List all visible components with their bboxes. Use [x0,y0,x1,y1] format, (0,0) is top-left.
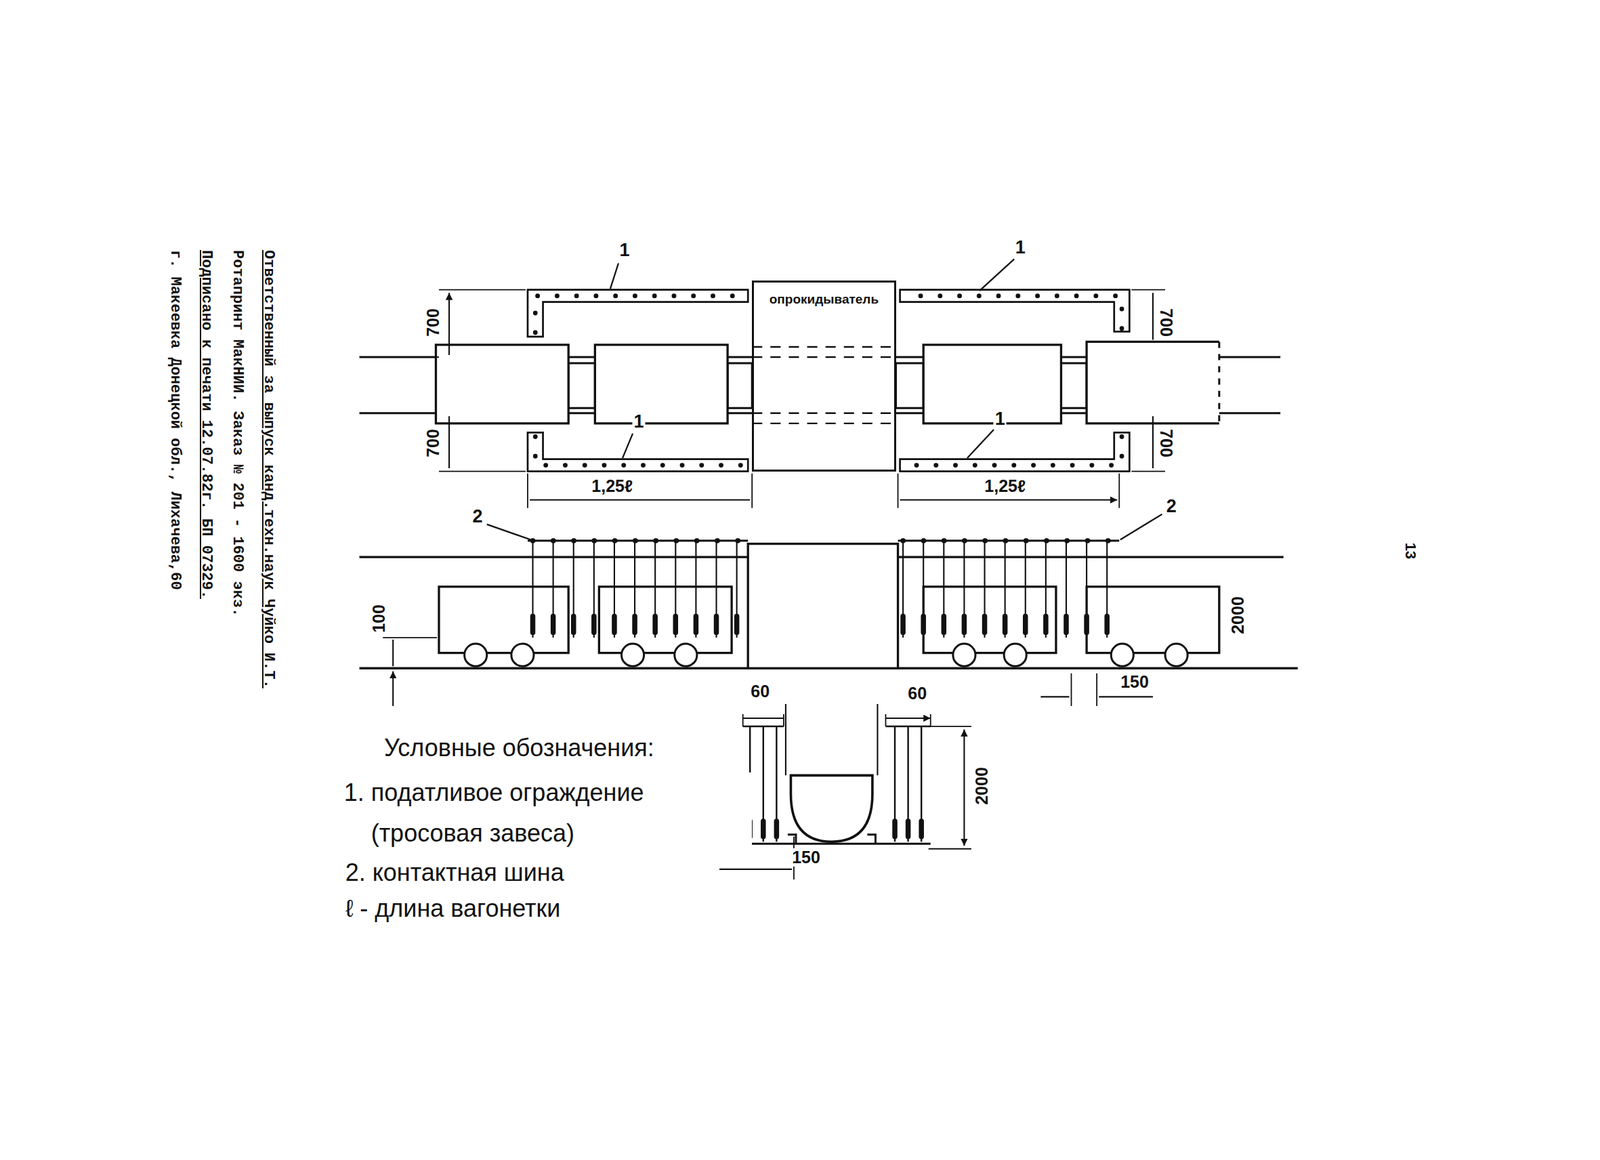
legend-text: 1. податливое ограждение (тросовая завес… [344,772,752,854]
callout-number: 1 [617,240,631,260]
wagon-side [438,586,1220,654]
contact-bus [527,539,1120,542]
base-line [739,834,931,845]
callout-number: 2 [470,506,484,526]
legend-text: 2. контактная шина [344,852,566,893]
imprint-line: Ответственный за выпуск канд.техн.наук Ч… [252,249,284,689]
dimension: 2000 [1228,595,1247,637]
contact-bus-dots [533,537,1120,544]
wheel [464,643,488,666]
dimension: 700 [1157,427,1176,459]
wheel [1110,643,1134,666]
wagon-plan [1086,341,1220,423]
hanging-rod [533,540,1108,638]
callout-number: 2 [1165,496,1178,516]
imprint-line: г. Макеевка Донецкой обл., Лихачева,60 [159,249,191,689]
dimension: 700 [1157,306,1176,339]
imprint-block: Ответственный за выпуск канд.техн.наук Ч… [159,249,284,689]
wheel [1165,643,1188,666]
node-label: опрокидыватель [769,291,879,308]
dimension: 1,25ℓ [982,476,1027,495]
section-bar [743,726,931,842]
legend-text: ℓ - длина вагонетки [344,888,563,929]
rope-dots [535,296,1122,466]
dimension: 60 [906,684,929,702]
rail-hidden [751,346,896,424]
dimension: 700 [424,306,442,339]
callout-number: 1 [1014,237,1027,257]
dimension: 60 [749,682,771,700]
wagon-plan [435,344,1061,424]
extension-line [435,289,1166,509]
wagon-section [790,774,872,842]
callout-number: 1 [632,411,645,431]
page-number: 13 [1402,541,1418,561]
extension-line [743,713,972,880]
tipper-box: опрокидыватель [751,280,896,472]
dimension-line [449,292,1153,500]
callout-number: 1 [993,408,1007,428]
legend-heading: Условные обозначения: [382,727,656,769]
wheel [1003,643,1027,666]
imprint-line: Ротапринт МакНИИ. Заказ № 201 - 1600 экз… [221,249,253,689]
leader-line [487,258,1163,540]
guide-line [785,703,878,775]
imprint-line: Подписано к печати 12.07.82г. БП 07329. [190,249,222,689]
dimension: 1,25ℓ [590,476,635,495]
rope-curtain [527,289,1130,472]
wheel [953,643,976,666]
wheel [511,643,534,666]
tipper-side [747,543,898,669]
extension-line [382,637,1097,706]
dimension: 150 [1119,672,1151,691]
dimension-line [392,639,1153,706]
dimension: 2000 [972,765,991,807]
wheels [464,643,1189,666]
dimension-line [963,729,965,847]
dimension: 100 [369,602,388,635]
dimension: 700 [424,427,442,459]
wheel [621,643,644,666]
wagon-edge [1217,341,1220,423]
dimension: 150 [790,848,822,866]
rod-weight [533,615,1108,633]
wheel [674,643,698,666]
